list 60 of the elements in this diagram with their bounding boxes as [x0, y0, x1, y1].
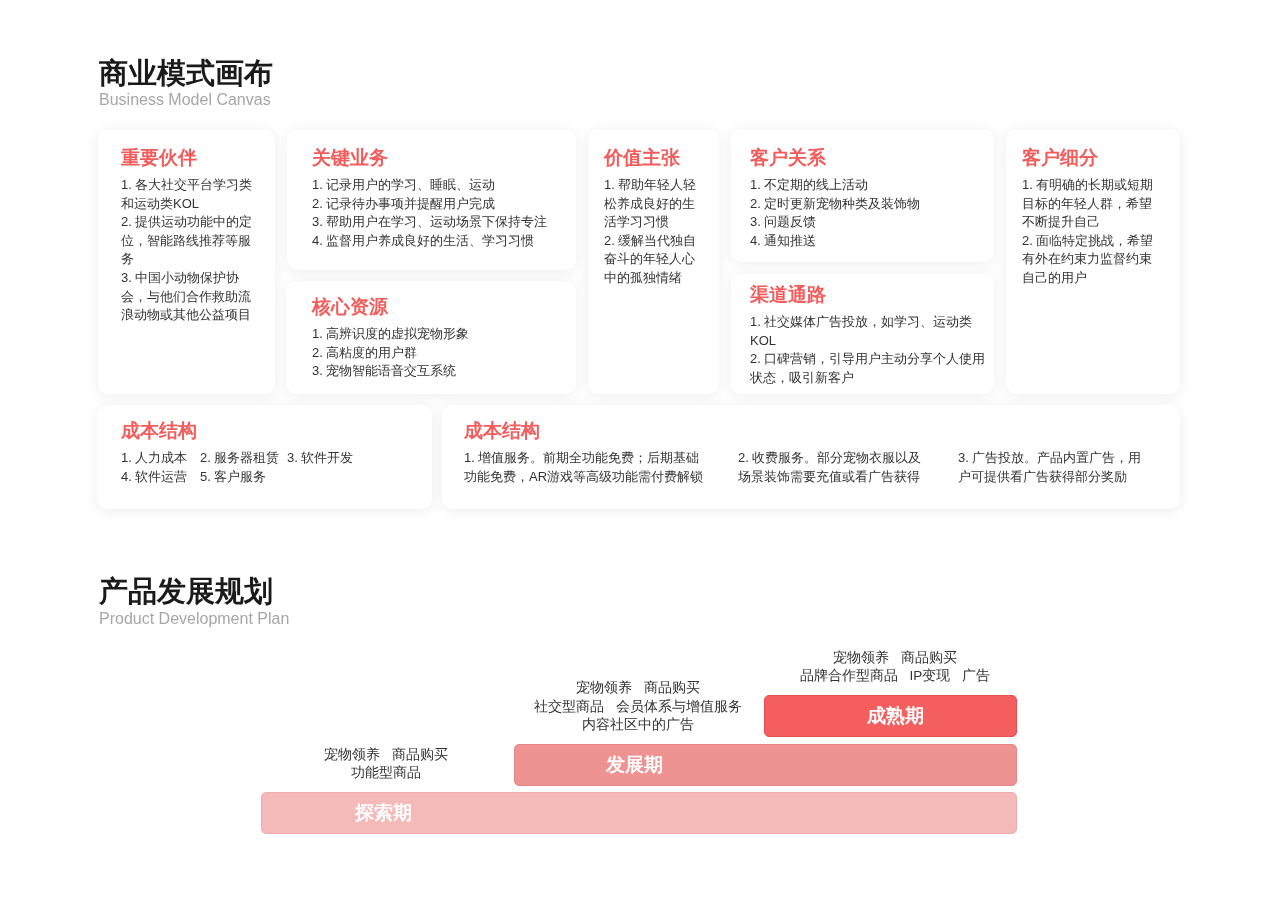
stage-bar [514, 744, 1017, 786]
card-item-text: 2. 定时更新宠物种类及装饰物 [750, 194, 922, 213]
stage-feature-text: 社交型商品 [534, 697, 604, 716]
card-item-text: 1. 不定期的线上活动 [750, 176, 870, 194]
card-item-text: 3. 宠物智能语音交互系统 [312, 362, 458, 381]
card-item-text: 2. 口碑营销，引导用户主动分享个人使用状态，吸引新客户 [750, 350, 987, 387]
card-item-text: 3. 中国小动物保护协会，与他们合作救助流浪动物或其他公益项目 [121, 268, 252, 325]
card-item-text: 1. 有明确的长期或短期目标的年轻人群，希望不断提升自己 [1022, 176, 1155, 232]
card-heading: 重要伙伴 [121, 146, 197, 170]
section-subtitle: Product Development Plan [99, 609, 290, 629]
stage-feature-text: 宠物领养 [833, 648, 889, 667]
stage-feature-text: 商品购买 [901, 648, 957, 667]
stage-feature-text: 广告 [962, 667, 991, 686]
card-heading: 价值主张 [604, 146, 680, 170]
card-item-text: 2. 缓解当代独自奋斗的年轻人心中的孤独情绪 [604, 231, 698, 287]
stage-feature-text: 宠物领养 [576, 679, 632, 698]
card-item-text: 2. 收费服务。部分宠物衣服以及场景装饰需要充值或看广告获得 [738, 449, 923, 486]
stage-feature-text: 内容社区中的广告 [582, 716, 694, 735]
card-item-text: 2. 提供运动功能中的定位，智能路线推荐等服务 [121, 213, 254, 269]
stage-label: 探索期 [355, 801, 412, 825]
section-subtitle: Business Model Canvas [99, 90, 271, 110]
stage-feature-text: 功能型商品 [351, 764, 421, 783]
card-item-text: 1. 高辨识度的虚拟宠物形象 [312, 325, 471, 343]
card-item-text: 1. 人力成本 [121, 449, 188, 467]
card-item-text: 4. 软件运营 [121, 467, 188, 486]
card-item-text: 3. 问题反馈 [750, 213, 818, 232]
stage-bar [764, 695, 1017, 737]
stage-feature-text: 会员体系与增值服务 [616, 697, 742, 716]
card-item-text: 4. 通知推送 [750, 231, 818, 250]
stage-feature-text: 商品购买 [644, 679, 700, 698]
stage-feature-text: IP变现 [909, 667, 951, 686]
stage-feature-text: 商品购买 [392, 745, 448, 764]
card-item-text: 2. 高粘度的用户群 [312, 343, 419, 362]
card-heading: 客户关系 [750, 146, 826, 170]
card-heading: 关键业务 [312, 146, 388, 170]
card-item-text: 3. 帮助用户在学习、运动场景下保持专注 [312, 213, 549, 232]
card-item-text: 4. 监督用户养成良好的生活、学习习惯 [312, 231, 536, 250]
section-title: 商业模式画布 [99, 56, 273, 91]
card-item-text: 1. 帮助年轻人轻松养成良好的生活学习习惯 [604, 176, 698, 232]
stage-bar [261, 792, 1017, 834]
card-item-text: 2. 记录待办事项并提醒用户完成 [312, 194, 497, 213]
card-heading: 渠道通路 [750, 283, 826, 307]
card-item-text: 3. 软件开发 [287, 449, 354, 467]
card-heading: 成本结构 [121, 419, 197, 443]
stage-label: 发展期 [606, 753, 663, 777]
card-item-text: 1. 各大社交平台学习类和运动类KOL [121, 176, 254, 213]
card-heading: 核心资源 [312, 295, 388, 319]
card-item-text: 5. 客户服务 [200, 467, 267, 486]
card-item-text: 1. 增值服务。前期全功能免费；后期基础功能免费，AR游戏等高级功能需付费解锁 [464, 449, 705, 486]
card-item-text: 3. 广告投放。产品内置广告，用户可提供看广告获得部分奖励 [958, 449, 1143, 486]
card-item-text: 1. 记录用户的学习、睡眠、运动 [312, 176, 497, 194]
stage-feature-text: 品牌合作型商品 [799, 667, 898, 686]
card-heading: 成本结构 [464, 419, 540, 443]
stage-feature-text: 宠物领养 [324, 745, 380, 764]
card-item-text: 1. 社交媒体广告投放，如学习、运动类KOL [750, 313, 974, 350]
card-item-text: 2. 面临特定挑战，希望有外在约束力监督约束自己的用户 [1022, 231, 1155, 287]
stage-label: 成熟期 [867, 704, 924, 728]
card-heading: 客户细分 [1022, 146, 1098, 170]
section-title: 产品发展规划 [99, 574, 273, 609]
card-item-text: 2. 服务器租赁 [200, 449, 280, 467]
